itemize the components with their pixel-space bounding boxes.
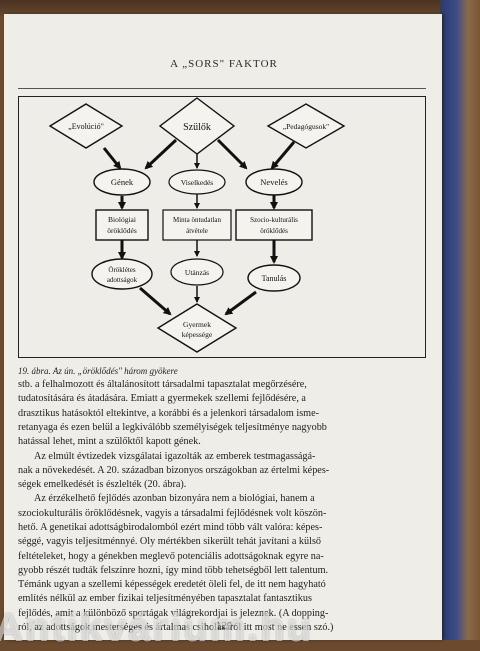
node-biologiai: Biológiai öröklődés xyxy=(95,209,149,241)
text-line: tudatosítására és átadására. Emiatt a gy… xyxy=(18,393,306,405)
watermark-logo: Antikvárium.hu xyxy=(0,606,314,650)
diagram-frame xyxy=(18,96,426,358)
text-line: fejlődés, amit a különböző sportágak vil… xyxy=(18,607,329,619)
text-line: retanyaga és ezen belül a legkiválóbb sz… xyxy=(18,421,327,433)
arrows xyxy=(102,138,296,316)
node-orokletes-line1: Öröklétes xyxy=(108,266,135,274)
node-viselkedes-label: Viselkedés xyxy=(181,178,214,187)
node-pedagogusok-label: „Pedagógusok" xyxy=(283,122,329,131)
node-tanulas: Tanulás xyxy=(247,264,301,292)
node-gyermek: Gyermek képessége xyxy=(156,303,238,353)
node-szulok: Szülők xyxy=(158,97,236,155)
text-line: Témánk ugyan a szellemi képességek erede… xyxy=(18,579,326,591)
running-head: A „SORS" FAKTOR xyxy=(170,58,278,70)
node-evolucio: „Evolúció" xyxy=(48,103,124,149)
text-line: hatással lehet, mint a szülőktől kapott … xyxy=(18,436,201,448)
figure-caption: 19. ábra. Az ún. „öröklődés" három gyöke… xyxy=(18,366,178,376)
node-neveles-label: Nevelés xyxy=(260,177,287,187)
node-neveles: Nevelés xyxy=(245,168,303,196)
book-page: A „SORS" FAKTOR xyxy=(4,14,442,640)
node-biologiai-line2: öröklődés xyxy=(107,226,137,235)
header-rule xyxy=(18,88,426,89)
arrow-evolucio-genek xyxy=(102,147,122,170)
node-utanzas: Utánzás xyxy=(170,258,224,286)
node-szulok-label: Szülők xyxy=(183,122,211,133)
paragraph-1: stb. a felhalmozott és általánosított tá… xyxy=(18,378,436,449)
node-biologiai-line1: Biológiai xyxy=(108,215,136,224)
text-line: Az elmúlt évtizedek vizsgálatai igazoltá… xyxy=(34,450,316,462)
node-minta: Minta öntudatlan átvétele xyxy=(162,209,232,241)
text-line: hető. A genetikai adottságbirodalomból e… xyxy=(18,521,323,533)
arrow-orokletes-gyermek xyxy=(139,286,172,316)
node-viselkedes: Viselkedés xyxy=(168,169,226,195)
arrow-szulok-genek xyxy=(144,138,178,170)
text-line: szociokulturális öröklődésnek, vagyis a … xyxy=(18,507,327,519)
node-tanulas-label: Tanulás xyxy=(262,274,287,283)
node-gyermek-line2: képessége xyxy=(182,330,213,339)
page-number: 129 xyxy=(215,620,233,632)
text-line: stb. a felhalmozott és általánosított tá… xyxy=(18,379,307,390)
node-szocio-line1: Szocio-kulturális xyxy=(250,216,298,224)
node-minta-line1: Minta öntudatlan xyxy=(173,216,222,224)
paragraph-2: Az elmúlt évtizedek vizsgálatai igazoltá… xyxy=(18,450,436,493)
node-evolucio-label: „Evolúció" xyxy=(68,122,104,131)
book-cover-edge xyxy=(440,0,480,640)
paragraph-3: Az érzékelhető fejlődés azonban bizonyár… xyxy=(18,492,436,635)
node-pedagogusok: „Pedagógusok" xyxy=(266,103,346,149)
arrow-pedagogusok-neveles xyxy=(270,141,296,170)
text-line: említés nélkül az ember fizikai teljesít… xyxy=(18,593,312,605)
text-line: ségek emelkedését is észlelték (20. ábra… xyxy=(18,479,187,491)
text-line: nak a növekedését. A 20. században bizon… xyxy=(18,464,330,476)
node-orokletes-line2: adottságok xyxy=(107,276,138,284)
node-szocio-line2: öröklődés xyxy=(260,227,288,235)
node-minta-line2: átvétele xyxy=(186,227,208,235)
text-line: séggé, vagyis teljesítménnyé. Oly mérték… xyxy=(18,536,321,548)
node-szocio: Szocio-kulturális öröklődés xyxy=(235,209,313,241)
arrow-szulok-neveles xyxy=(216,138,248,170)
node-genek-label: Gének xyxy=(111,177,134,187)
text-line: ról, az adottságok mesterséges és ártalm… xyxy=(18,622,334,634)
text-line: feltételeket, hogy a génekben meglevő po… xyxy=(18,550,324,562)
node-gyermek-line1: Gyermek xyxy=(183,320,211,329)
text-line: gyobb részét tudták felszínre hozni, így… xyxy=(18,564,329,576)
node-utanzas-label: Utánzás xyxy=(185,268,209,277)
text-line: Az érzékelhető fejlődés azonban bizonyár… xyxy=(34,493,315,505)
text-line: drasztikus hatásoktól eltekintve, a korá… xyxy=(18,407,320,419)
arrow-tanulas-gyermek xyxy=(224,290,257,316)
node-orokletes: Öröklétes adottságok xyxy=(91,258,153,290)
node-genek: Gének xyxy=(93,168,151,196)
inheritance-diagram: „Evolúció" Szülők „Pedagógusok" Gének Vi… xyxy=(18,96,426,358)
